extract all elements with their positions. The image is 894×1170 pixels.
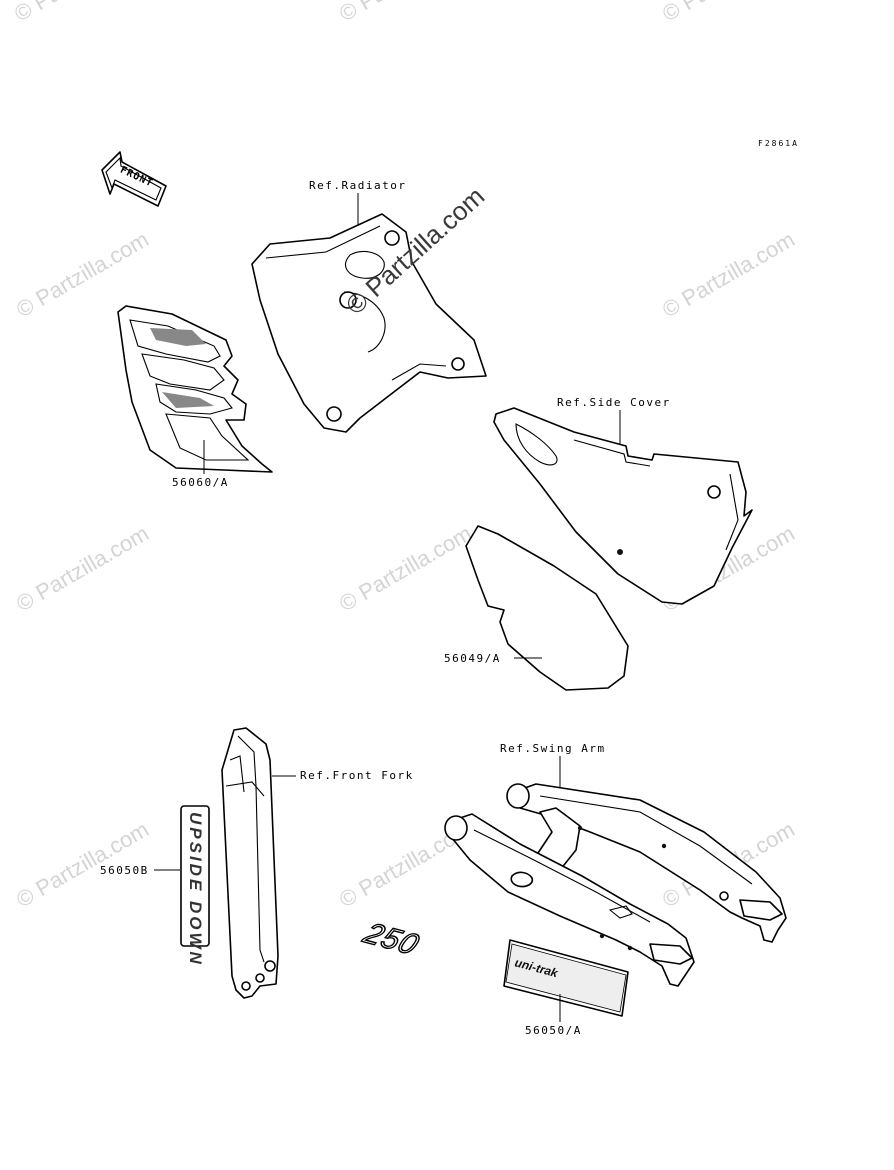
watermark: © Partzilla.com [335, 521, 476, 617]
watermark: © Partzilla.com [335, 0, 476, 26]
label-56050b: 56050B [100, 864, 149, 877]
watermark: © Partzilla.com [658, 0, 799, 26]
label-ref-swing-arm: Ref.Swing Arm [500, 742, 606, 755]
label-ref-front-fork: Ref.Front Fork [300, 769, 414, 782]
radiator-shroud: Ref.Radiator [251, 179, 487, 433]
watermark: © Partzilla.com [10, 0, 151, 26]
swing-arm: Ref.Swing Arm [444, 742, 787, 987]
swing-decal-number: 250 [357, 918, 424, 962]
decal-56050b: UPSIDE DOWN 56050B [100, 805, 210, 967]
front-fork-guard: Ref.Front Fork [221, 727, 414, 999]
label-ref-side-cover: Ref.Side Cover [557, 396, 671, 409]
watermark: © Partzilla.com [12, 521, 153, 617]
number-plate-56049: 56049/A [444, 525, 629, 691]
decal-56050a: uni-trak 250 56050/A [357, 917, 629, 1037]
decal-56060: 56060/A [117, 305, 273, 489]
label-56060: 56060/A [172, 476, 229, 489]
label-ref-radiator: Ref.Radiator [309, 179, 406, 192]
watermark: © Partzilla.com [658, 227, 799, 323]
fork-decal-text: UPSIDE DOWN [186, 812, 205, 967]
figure-code: F2861A [758, 139, 799, 148]
side-cover: Ref.Side Cover [493, 396, 753, 605]
label-56049: 56049/A [444, 652, 501, 665]
label-56050a: 56050/A [525, 1024, 582, 1037]
front-arrow-icon: FRONT [101, 151, 167, 207]
